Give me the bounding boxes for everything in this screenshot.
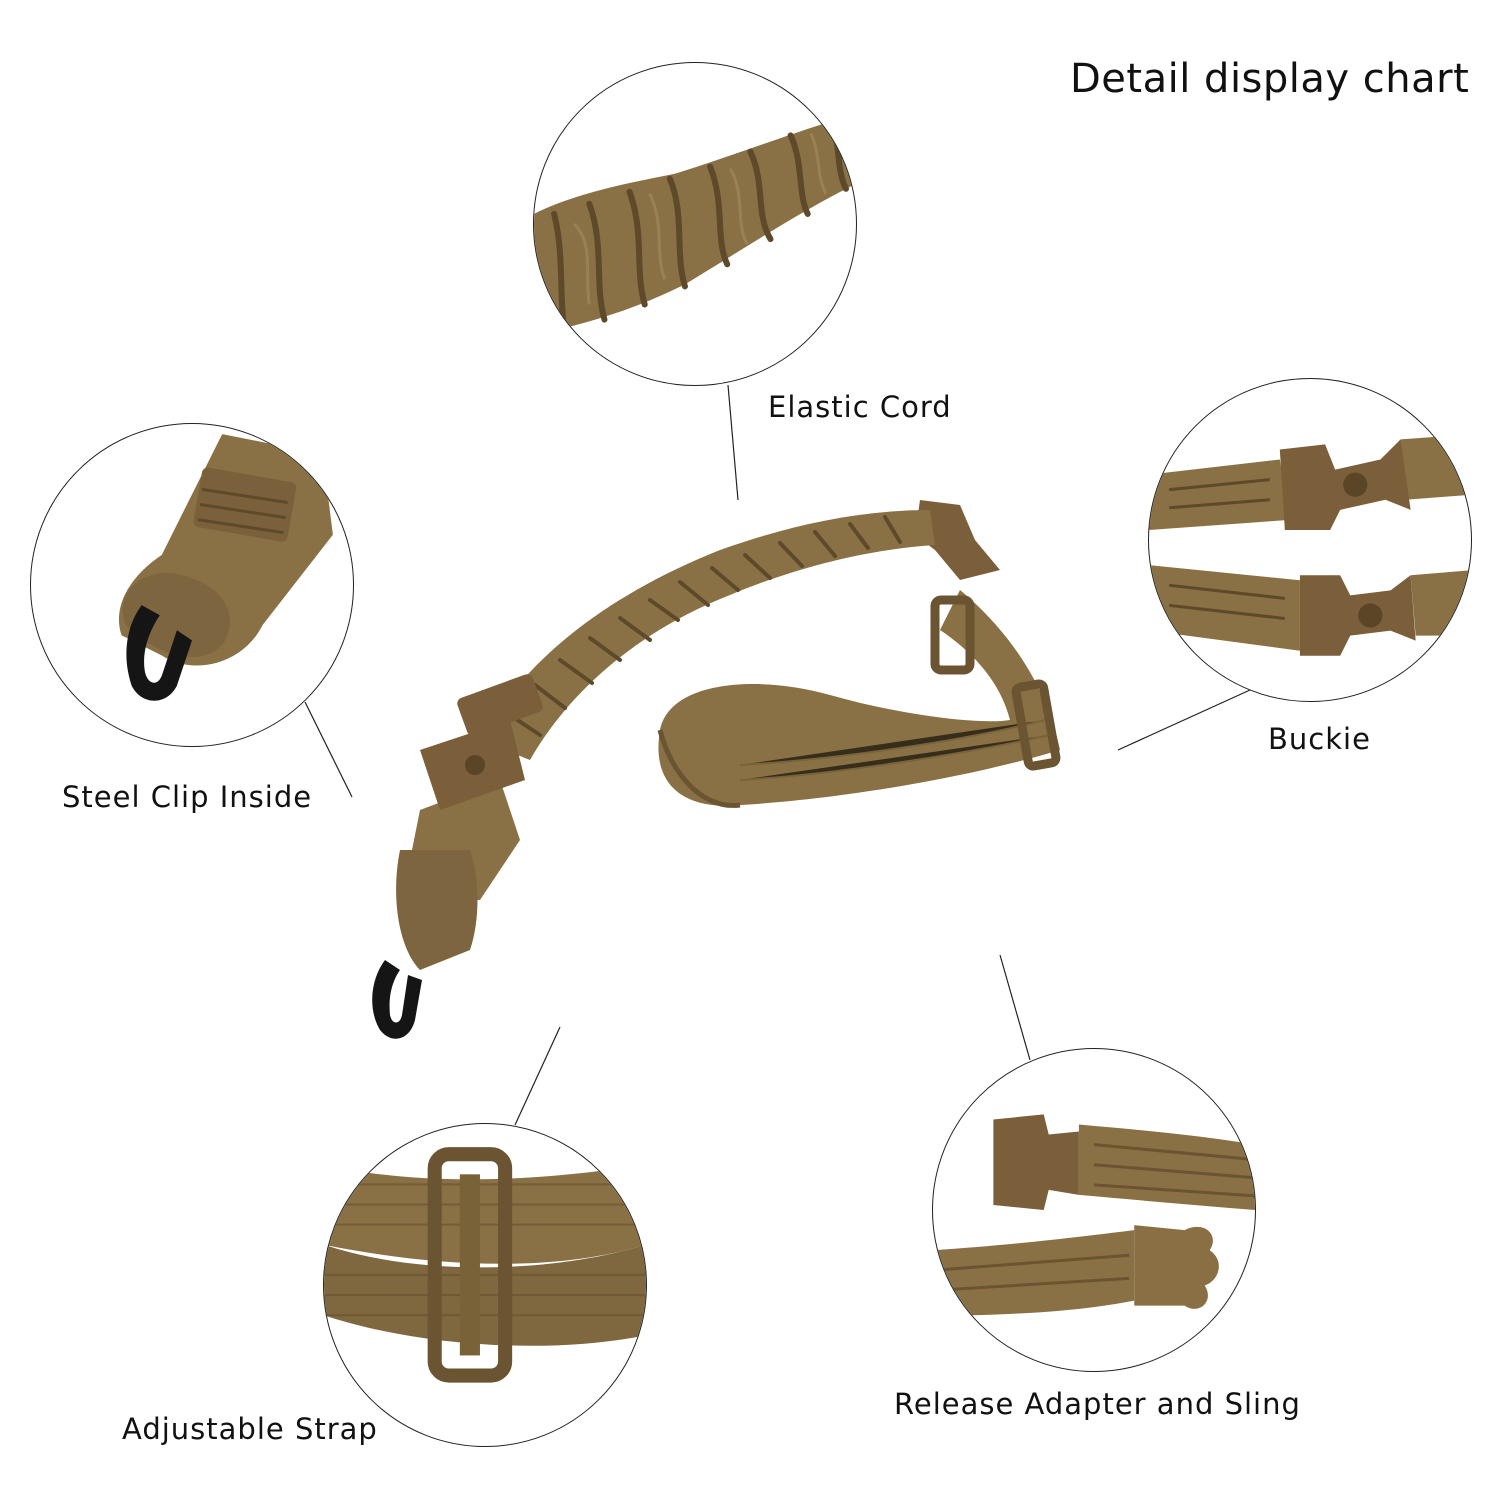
release-clip-icon [1134, 1225, 1219, 1309]
label-elastic-cord: Elastic Cord [768, 390, 952, 424]
slider-icon [427, 1147, 513, 1383]
adjustable-strap-illustration [324, 1147, 646, 1383]
detail-circle-elastic-cord [533, 62, 857, 386]
label-adjustable-strap: Adjustable Strap [122, 1412, 378, 1446]
release-adapter-illustration [933, 1114, 1255, 1316]
release-buckle-icon [993, 1114, 1079, 1210]
buckle-icon-lower [1299, 575, 1416, 656]
leader-buckle [1117, 689, 1251, 751]
elastic-cord-illustration [534, 113, 856, 335]
detail-circle-release-adapter [932, 1048, 1256, 1372]
label-buckle: Buckie [1268, 722, 1371, 756]
detail-circle-buckle [1148, 378, 1472, 702]
detail-circle-adjustable-strap [323, 1123, 647, 1447]
top-buckle-icon [915, 500, 1000, 580]
sling-loop-strap [658, 590, 1060, 806]
detail-circle-steel-clip [30, 423, 354, 747]
steel-clip-main-icon [372, 960, 422, 1039]
loop-adjuster-icon [1011, 679, 1061, 771]
steel-clip-illustration [118, 434, 333, 701]
clip-sleeve [396, 850, 478, 970]
chart-title: Detail display chart [1070, 56, 1470, 102]
label-release-adapter: Release Adapter and Sling [894, 1387, 1301, 1421]
product-sling-illustration [372, 500, 1061, 1039]
elastic-cord-body [480, 510, 935, 760]
steel-clip-icon [126, 605, 192, 701]
buckle-illustration [1149, 434, 1471, 656]
label-steel-clip: Steel Clip Inside [62, 780, 313, 814]
